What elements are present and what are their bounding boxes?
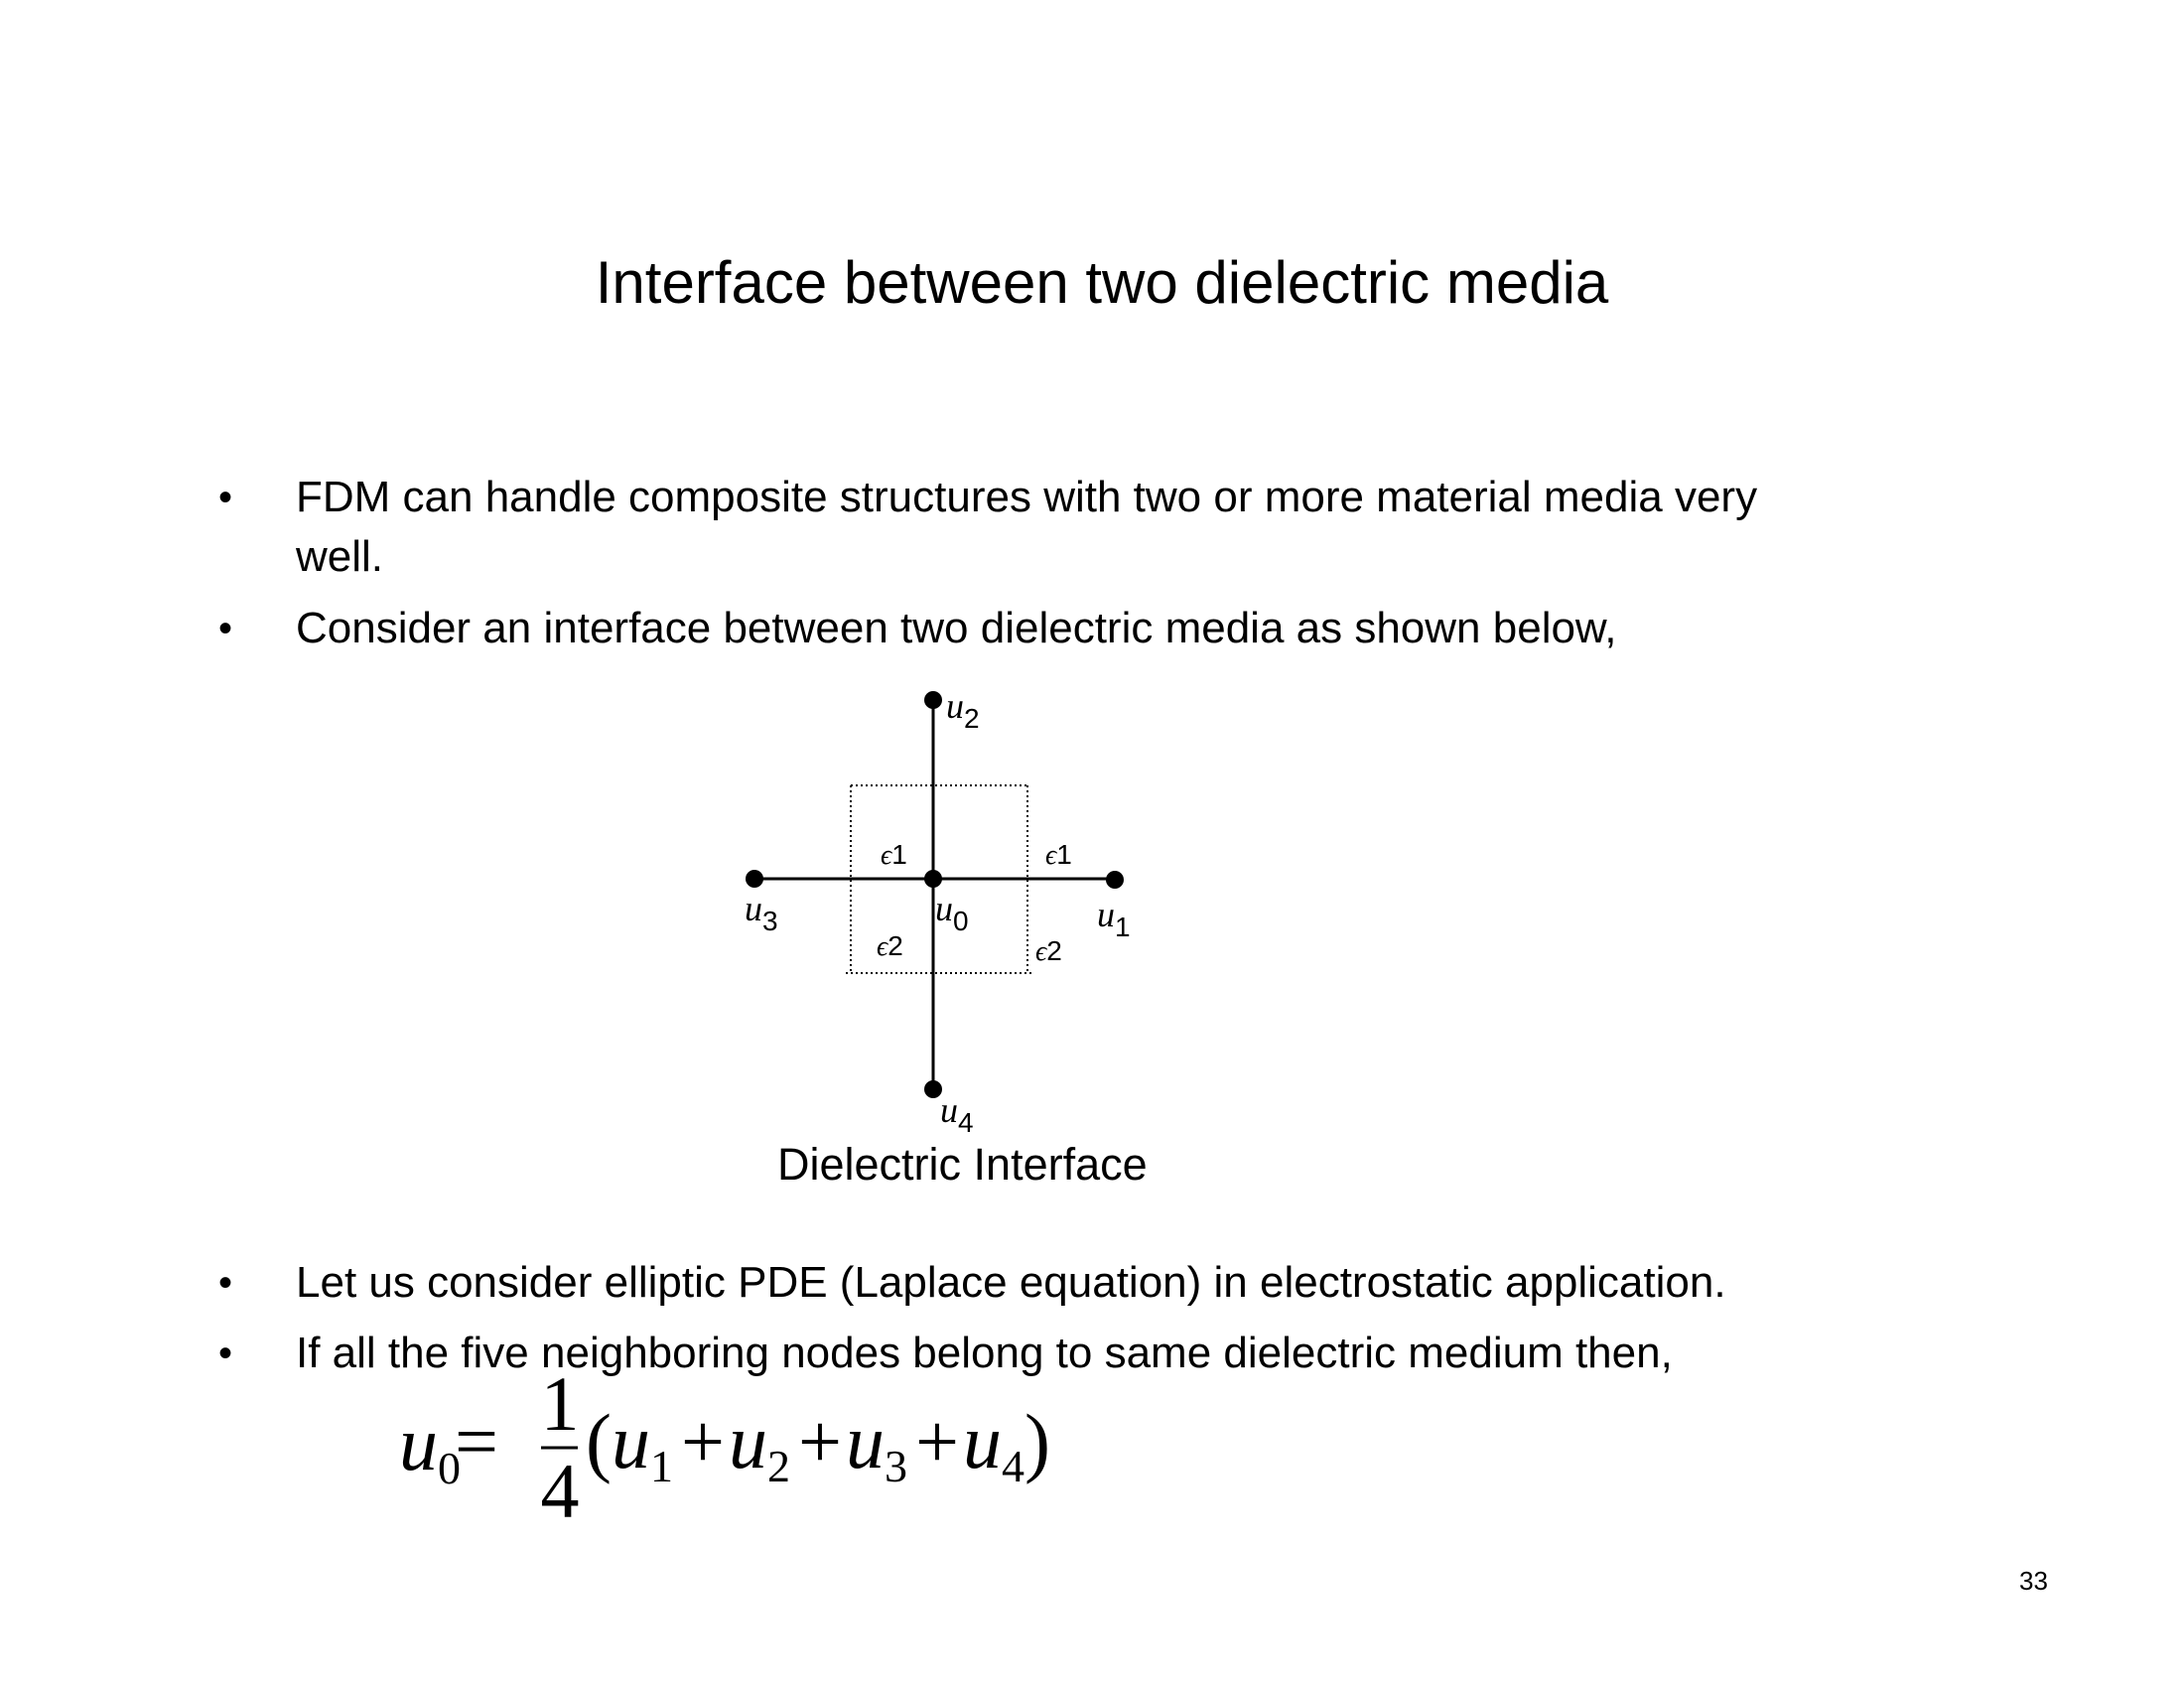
equation-rhs: (u1+u2+u3+u4) <box>586 1398 1050 1491</box>
bullet-icon: • <box>218 1261 233 1305</box>
page-number: 33 <box>2019 1566 2048 1596</box>
denominator: 4 <box>541 1448 580 1534</box>
label-u4: u4 <box>940 1090 974 1138</box>
bullet-4: If all the five neighboring nodes belong… <box>296 1329 1673 1377</box>
diagram-caption: Dielectric Interface <box>777 1139 1148 1190</box>
node-u3 <box>746 870 763 888</box>
slide-title: Interface between two dielectric media <box>595 249 1609 316</box>
equation: u0 = 1 4 (u1+u2+u3+u4) <box>399 1360 1050 1534</box>
label-u1: u1 <box>1097 895 1131 942</box>
bullet-icon: • <box>218 607 233 650</box>
bullet-icon: • <box>218 1332 233 1375</box>
label-eps1-left: ϵ1 <box>881 839 907 871</box>
label-u3: u3 <box>745 889 778 936</box>
node-u4 <box>924 1080 942 1098</box>
label-u0: u0 <box>935 889 969 936</box>
label-eps2-right: ϵ2 <box>1035 935 1062 967</box>
label-eps1-right: ϵ1 <box>1045 839 1072 871</box>
node-u2 <box>924 691 942 709</box>
bullet-icon: • <box>218 476 233 519</box>
equals-sign: = <box>455 1398 498 1484</box>
bullet-3: Let us consider elliptic PDE (Laplace eq… <box>296 1258 1726 1307</box>
dotted-box <box>846 784 1031 974</box>
bullet-2: Consider an interface between two dielec… <box>296 604 1617 652</box>
bullet-1-line-2: well. <box>296 532 384 581</box>
equation-lhs: u0 <box>399 1400 461 1493</box>
bullet-1-line-1: FDM can handle composite structures with… <box>296 473 1758 521</box>
node-u1 <box>1106 871 1124 889</box>
numerator: 1 <box>541 1360 580 1447</box>
label-eps2-left: ϵ2 <box>877 930 903 962</box>
node-u0 <box>924 870 942 888</box>
label-u2: u2 <box>946 686 980 734</box>
